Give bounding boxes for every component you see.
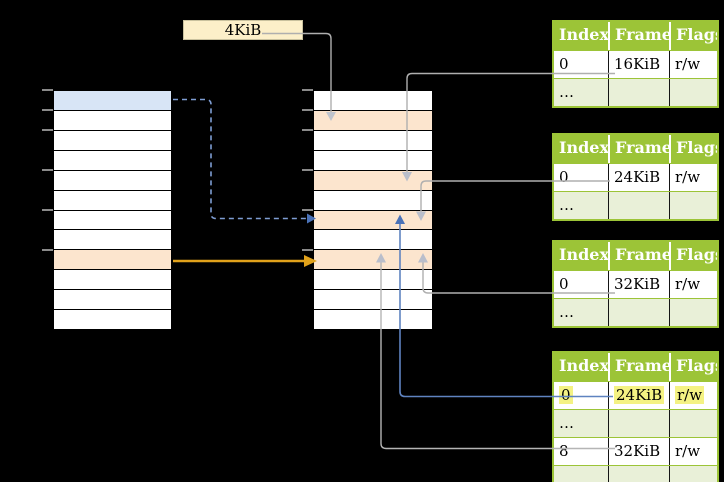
header-cell-frame: Frame: [608, 22, 669, 50]
left-page-table-row-6: [54, 189, 171, 210]
cell-frame: 24KiB: [614, 386, 665, 404]
cell-flags: r/w: [675, 275, 701, 293]
table-row: …: [554, 465, 717, 482]
left-page-table-row-12: [54, 309, 171, 329]
table-row: 0 24KiB r/w: [554, 163, 717, 191]
header-cell-index: Index: [559, 356, 608, 375]
middle-page-table-row-8: [314, 229, 432, 249]
cell-frame: 16KiB: [614, 55, 661, 73]
cell-frame: 32KiB: [614, 442, 661, 460]
tick: [42, 109, 53, 111]
tick: [42, 169, 53, 171]
table-row: …: [554, 298, 717, 326]
left-page-table-row-11: [54, 289, 171, 309]
middle-page-table-row-9: [314, 249, 432, 270]
frame-table-2-header: Index Frame Flags: [554, 135, 717, 163]
header-cell-index: Index: [559, 25, 608, 44]
cell-flags: r/w: [675, 386, 705, 404]
cell-index: …: [559, 470, 574, 482]
tick: [42, 129, 53, 131]
cell-index: 0: [559, 168, 569, 186]
middle-page-table-row-7: [314, 209, 432, 230]
cell-index: …: [559, 196, 574, 214]
left-page-table-row-1: [54, 91, 171, 110]
table-row: …: [554, 191, 717, 219]
header-cell-flags: Flags: [669, 242, 717, 270]
tick: [302, 129, 313, 131]
left-page-table-row-4: [54, 149, 171, 170]
middle-page-table-row-1: [314, 91, 432, 110]
connector-left-row1-to-middle-row7: [173, 98, 306, 220]
left-page-table-row-10: [54, 269, 171, 289]
tick: [302, 249, 313, 251]
middle-page-table-row-12: [314, 309, 432, 329]
left-page-table-row-7: [54, 209, 171, 230]
cell-index: 0: [559, 386, 573, 404]
page-size-label: 4KiB: [183, 20, 303, 40]
frame-table-1-header: Index Frame Flags: [554, 22, 717, 50]
frame-table-2: Index Frame Flags 0 24KiB r/w …: [552, 133, 719, 221]
cell-index: …: [559, 303, 574, 321]
cell-index: 0: [559, 55, 569, 73]
frame-table-3-header: Index Frame Flags: [554, 242, 717, 270]
middle-page-table-row-11: [314, 289, 432, 309]
cell-flags: r/w: [675, 168, 701, 186]
table-row-highlighted: 0 24KiB r/w: [554, 381, 717, 409]
tick: [302, 209, 313, 211]
cell-frame: 32KiB: [614, 275, 661, 293]
middle-page-table-row-6: [314, 189, 432, 210]
frame-table-4-header: Index Frame Flags: [554, 353, 717, 381]
middle-page-table-row-3: [314, 129, 432, 150]
tick: [302, 109, 313, 111]
tick: [42, 209, 53, 211]
cell-flags: r/w: [675, 55, 701, 73]
table-row: 0 16KiB r/w: [554, 50, 717, 78]
middle-page-table: [313, 90, 433, 330]
cell-index: …: [559, 414, 574, 432]
table-row: 8 32KiB r/w: [554, 437, 717, 465]
tick: [42, 89, 53, 91]
left-page-table-row-9: [54, 249, 171, 270]
cell-index: …: [559, 83, 574, 101]
header-cell-index: Index: [559, 245, 608, 264]
middle-page-table-row-10: [314, 269, 432, 289]
left-page-table-row-5: [54, 169, 171, 190]
tick: [302, 89, 313, 91]
frame-table-1: Index Frame Flags 0 16KiB r/w …: [552, 20, 719, 108]
frame-table-3: Index Frame Flags 0 32KiB r/w …: [552, 240, 719, 328]
middle-page-table-row-5: [314, 169, 432, 190]
left-page-table-row-2: [54, 109, 171, 130]
table-row: 0 32KiB r/w: [554, 270, 717, 298]
header-cell-flags: Flags: [669, 135, 717, 163]
middle-page-table-row-2: [314, 109, 432, 130]
tick: [42, 249, 53, 251]
left-page-table-row-8: [54, 229, 171, 249]
left-page-table: [53, 90, 172, 330]
cell-index: 8: [559, 442, 569, 460]
table-row: …: [554, 78, 717, 106]
cell-index: 0: [559, 275, 569, 293]
middle-page-table-row-4: [314, 149, 432, 170]
header-cell-frame: Frame: [608, 135, 669, 163]
header-cell-index: Index: [559, 138, 608, 157]
frame-table-4: Index Frame Flags 0 24KiB r/w … 8 32KiB …: [552, 351, 719, 482]
left-page-table-row-3: [54, 129, 171, 150]
header-cell-flags: Flags: [669, 353, 717, 381]
cell-frame: 24KiB: [614, 168, 661, 186]
header-cell-frame: Frame: [608, 242, 669, 270]
cell-flags: r/w: [675, 442, 701, 460]
header-cell-flags: Flags: [669, 22, 717, 50]
table-row: …: [554, 409, 717, 437]
tick: [302, 169, 313, 171]
header-cell-frame: Frame: [608, 353, 669, 381]
